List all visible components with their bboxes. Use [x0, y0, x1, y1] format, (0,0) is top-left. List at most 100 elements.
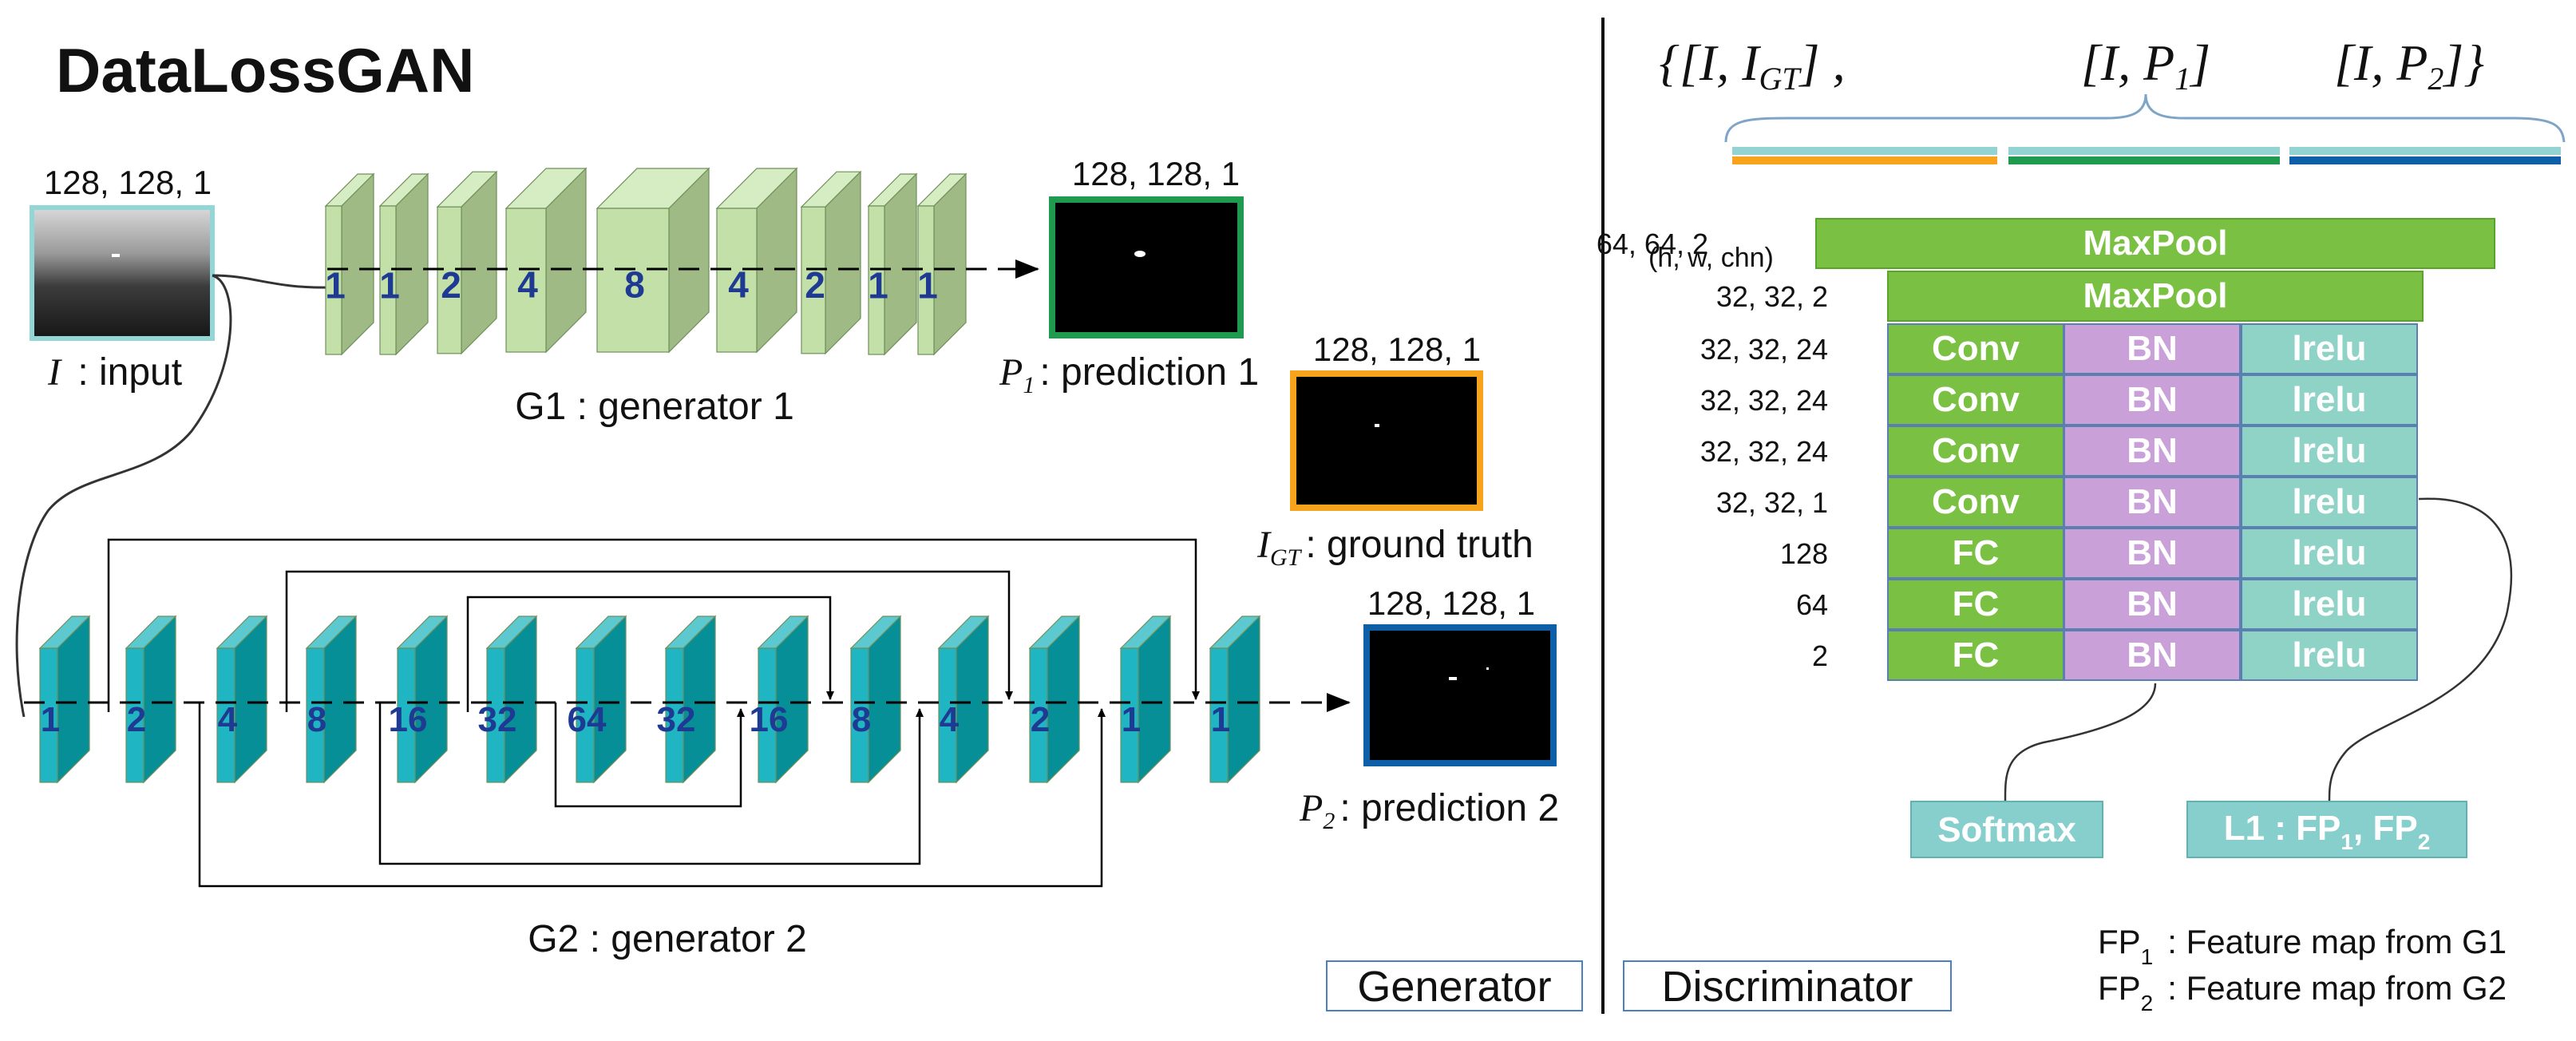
disc-row-dims: 64 — [1796, 588, 1828, 621]
p2-sub: 2 — [1323, 808, 1335, 834]
disc-cell-fc: FC — [1953, 533, 2000, 572]
generator-section-box — [1326, 960, 1583, 1011]
g2-layer-2: 2 — [125, 615, 177, 784]
fp1-sub: 1 — [2141, 944, 2154, 969]
g2-skip-connections — [107, 538, 1200, 888]
g2-layer-7: 64 — [568, 615, 627, 784]
g2-layer-11-label: 4 — [940, 700, 960, 739]
g2-layer-4-label: 8 — [307, 700, 326, 739]
disc-cell-bn: BN — [2127, 635, 2178, 675]
g1-layer-9: 1 — [916, 172, 967, 356]
l1-prefix: L1 : FP — [2224, 809, 2341, 848]
input-to-g1-connector — [212, 274, 336, 289]
g1-label: G1 : generator 1 — [515, 386, 794, 428]
discriminator-section-label: Discriminator — [1661, 963, 1913, 1011]
l1-mid: , FP — [2353, 809, 2418, 848]
disc-cell-bn: BN — [2127, 482, 2178, 521]
fp1-name: FP — [2098, 923, 2141, 960]
g2-layer-9: 16 — [750, 615, 809, 784]
ground-truth-block: 128, 128, 1 IGT: ground truth — [1256, 331, 1533, 571]
disc-dims-note: (h, w, chn) — [1648, 243, 1774, 273]
p1-caption: P1: prediction 1 — [999, 351, 1259, 398]
g1-layer-1-label: 1 — [325, 264, 346, 306]
prediction-1-block: 128, 128, 1 P1: prediction 1 — [999, 155, 1259, 398]
bar-1-top — [1732, 147, 1997, 155]
input-image-block: 128, 128, 1 I : input — [30, 164, 215, 394]
g2-layer-9-label: 16 — [750, 700, 789, 739]
g1-layer-3: 2 — [436, 170, 498, 355]
g2-layer-6: 32 — [478, 615, 538, 784]
g1-layer-9-label: 1 — [917, 264, 938, 306]
input-image — [30, 205, 215, 341]
input-symbol: I — [47, 351, 62, 394]
input-label: : input — [77, 351, 182, 394]
g2-layer-1-label: 1 — [41, 700, 60, 739]
p1-label: : prediction 1 — [1039, 351, 1259, 394]
prediction-1-image — [1049, 196, 1244, 338]
disc-row-dims: 64, 64, 2 — [1597, 228, 1708, 260]
disc-cell-bn: BN — [2127, 533, 2178, 572]
disc-cell-bn: BN — [2127, 431, 2178, 470]
bar-3-bottom — [2289, 156, 2561, 164]
g2-layer-8: 32 — [657, 615, 717, 784]
input-pair-bars — [1732, 147, 2561, 164]
disc-cell-lrelu: lrelu — [2293, 380, 2367, 419]
g2-layer-6-label: 32 — [478, 700, 517, 739]
disc-row-dims: 2 — [1812, 639, 1828, 672]
bar-1-bottom — [1732, 156, 1997, 164]
disc-row-1: 64, 64, 2 MaxPool — [1597, 218, 2495, 269]
fp2-sub: 2 — [2141, 991, 2154, 1015]
g1-layer-2: 1 — [378, 172, 429, 356]
p2-label: : prediction 2 — [1339, 787, 1559, 829]
lrelu-to-l1-connector — [2328, 497, 2513, 803]
g2-layer-12-label: 2 — [1031, 700, 1050, 739]
p2-speck-a — [1449, 677, 1457, 680]
g2-layer-10: 8 — [849, 615, 902, 784]
disc-row-dims: 32, 32, 2 — [1716, 280, 1828, 313]
fp2-name: FP — [2098, 969, 2141, 1007]
g1-layer-7-label: 2 — [805, 264, 825, 306]
disc-row-5: 32, 32, 24 Conv BN lrelu — [1700, 426, 2418, 477]
gt-dims: 128, 128, 1 — [1313, 331, 1481, 368]
p1-symbol: P — [999, 351, 1023, 394]
disc-cell-bn: BN — [2127, 584, 2178, 623]
disc-cell-bn: BN — [2127, 380, 2178, 419]
l1-sub-2: 2 — [2418, 829, 2431, 854]
p2-speck-b — [1486, 667, 1489, 670]
g1-layer-7: 2 — [800, 170, 862, 355]
disc-cell-conv: Conv — [1932, 431, 2020, 470]
bn-to-softmax-connector — [2004, 683, 2157, 803]
gt-symbol: I — [1256, 524, 1272, 566]
fp1-text: : Feature map from G1 — [2167, 923, 2507, 960]
g2-layer-14-label: 1 — [1211, 700, 1230, 739]
prediction-2-image — [1363, 624, 1557, 766]
g1-layer-8: 1 — [867, 172, 918, 356]
maxpool-label: MaxPool — [2083, 224, 2228, 263]
l1-label: L1 : FP1, FP2 — [2224, 809, 2431, 854]
input-to-g2-connector — [15, 274, 232, 718]
disc-row-dims: 128 — [1780, 537, 1828, 570]
disc-cell-fc: FC — [1953, 584, 2000, 623]
disc-cell-lrelu: lrelu — [2293, 482, 2367, 521]
input-caption: I : input — [47, 351, 182, 394]
g1-layer-1: 1 — [324, 172, 375, 356]
discriminator-section-box — [1623, 960, 1952, 1011]
g2-layer-11: 4 — [937, 615, 990, 784]
disc-cell-lrelu: lrelu — [2293, 635, 2367, 675]
disc-cell-conv: Conv — [1932, 380, 2020, 419]
disc-cell-fc: FC — [1953, 635, 2000, 675]
disc-cell-lrelu: lrelu — [2293, 431, 2367, 470]
g2-layer-1: 1 — [38, 615, 91, 784]
disc-pair-1: {[I, IGT] , — [1659, 34, 1845, 97]
disc-pair-3: [I, P2]} — [2334, 34, 2484, 97]
disc-row-dims: 32, 32, 24 — [1700, 435, 1828, 468]
softmax-label: Softmax — [1937, 810, 2076, 849]
disc-row-dims: 32, 32, 24 — [1700, 333, 1828, 366]
p1-dims: 128, 128, 1 — [1072, 155, 1240, 192]
disc-row-dims: 32, 32, 1 — [1716, 486, 1828, 519]
